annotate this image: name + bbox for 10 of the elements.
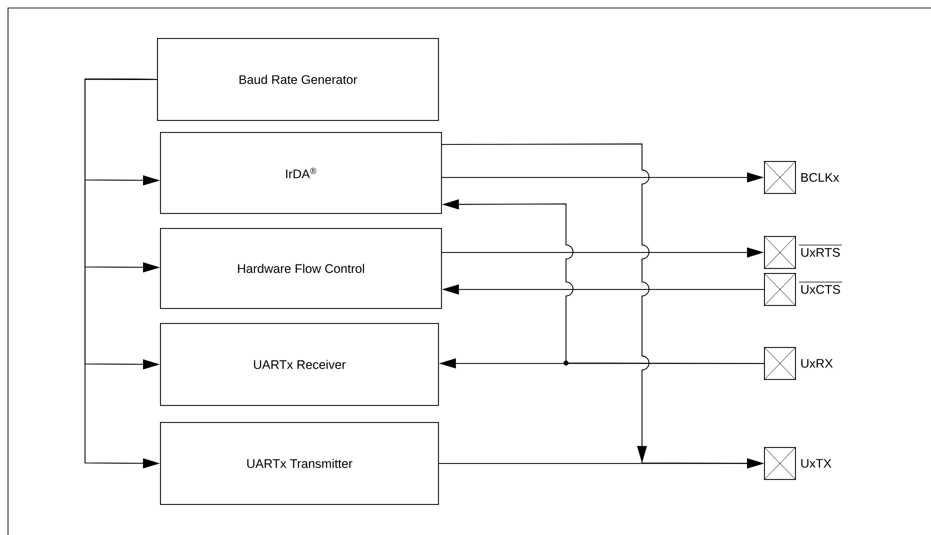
pin-label: UxTX bbox=[801, 459, 832, 468]
block-box: IrDA$^{®}$ bbox=[160, 132, 442, 214]
block-box: Baud Rate Generator bbox=[157, 38, 439, 121]
block-box: UARTx Transmitter bbox=[160, 422, 439, 505]
pin-label: UxCTS bbox=[801, 285, 840, 294]
pin-label: BCLKx bbox=[801, 173, 840, 182]
pin-label: UxRTS bbox=[801, 248, 840, 257]
pin-label: UxRX bbox=[801, 359, 833, 368]
block-box: UARTx Receiver bbox=[160, 323, 439, 406]
block-box: Hardware Flow Control bbox=[160, 228, 442, 309]
